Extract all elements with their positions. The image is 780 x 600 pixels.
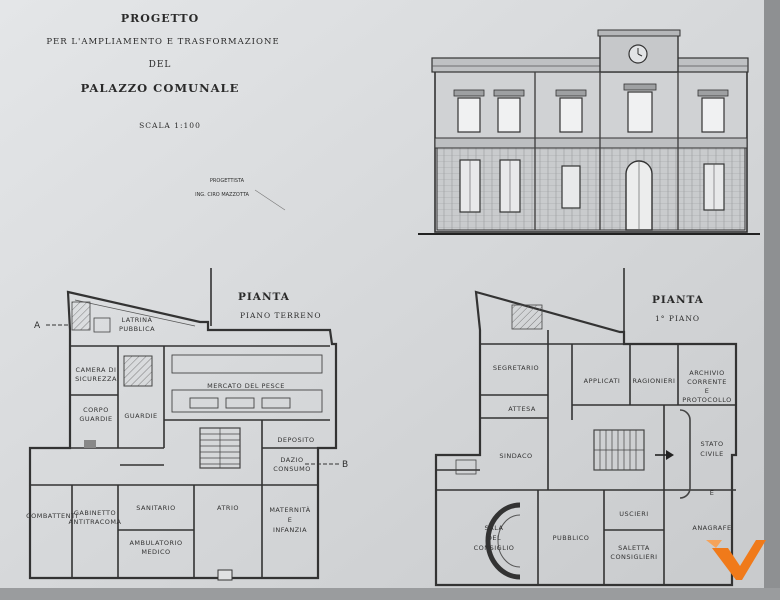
first-floor-plan: PIANTA 1° PIANO SEGRETARIO APPLICATI RAG… — [434, 268, 738, 587]
room-sala: SALA — [485, 524, 504, 532]
room-latrina: LATRINA — [122, 316, 153, 324]
room-latrina-2: PUBBLICA — [119, 325, 155, 333]
room-sala-2: DEL — [487, 534, 501, 542]
room-maternita-3: INFANZIA — [273, 526, 307, 534]
room-camera-2: SICUREZZA — [75, 375, 117, 383]
room-corpo-2: GUARDIE — [79, 415, 112, 423]
room-ragionieri: RAGIONIERI — [633, 377, 676, 385]
room-sindaco: SINDACO — [499, 452, 532, 460]
room-pubblico: PUBBLICO — [553, 534, 590, 542]
designer-label: PROGETTISTA — [210, 178, 245, 184]
ground-plan-title: PIANTA — [238, 291, 290, 303]
room-saletta-2: CONSIGLIERI — [610, 553, 657, 561]
room-ambulatorio: AMBULATORIO — [129, 539, 182, 547]
room-mercato: MERCATO DEL PESCE — [207, 382, 285, 390]
room-stato: STATO — [700, 440, 723, 448]
room-attesa: ATTESA — [508, 405, 536, 413]
room-applicati: APPLICATI — [584, 377, 621, 385]
room-dazio-2: CONSUMO — [273, 465, 311, 473]
room-camera: CAMERA DI — [76, 366, 117, 374]
room-stato-4: ANAGRAFE — [692, 524, 731, 532]
room-saletta: SALETTA — [618, 544, 650, 552]
room-corpo: CORPO — [83, 406, 109, 414]
facade-elevation — [418, 29, 760, 235]
room-stato-3: E — [710, 489, 715, 497]
room-maternita-2: E — [288, 516, 293, 524]
watermark-logo — [706, 540, 766, 580]
room-combattenti: COMBATTENTI — [26, 512, 78, 520]
ground-floor-plan: A B — [26, 268, 348, 581]
room-stato-2: CIVILE — [700, 450, 724, 458]
first-plan-title: PIANTA — [652, 294, 704, 306]
room-atrio: ATRIO — [217, 504, 239, 512]
title-line-4: PALAZZO COMUNALE — [81, 81, 240, 95]
room-archivio-2: CORRENTE — [687, 378, 727, 386]
room-archivio: ARCHIVIO — [689, 369, 724, 377]
room-deposito: DEPOSITO — [277, 436, 314, 444]
designer-name: ING. CIRO MAZZOTTA — [195, 192, 249, 198]
room-gabinetto-2: ANTITRACOMA — [69, 518, 122, 526]
scale-label: SCALA 1:100 — [139, 121, 201, 130]
room-maternita: MATERNITÀ — [269, 505, 310, 514]
room-gabinetto: GABINETTO — [74, 509, 116, 517]
room-sanitario: SANITARIO — [136, 504, 175, 512]
room-archivio-4: PROTOCOLLO — [682, 396, 731, 404]
title-line-1: PROGETTO — [121, 12, 199, 25]
room-dazio: DAZIO — [280, 456, 303, 464]
room-ambulatorio-2: MEDICO — [141, 548, 170, 556]
title-line-3: DEL — [149, 60, 172, 70]
room-archivio-3: E — [705, 387, 710, 395]
room-uscieri: USCIERI — [619, 510, 648, 518]
first-plan-subtitle: 1° PIANO — [655, 314, 700, 323]
room-sala-3: CONSIGLIO — [474, 544, 515, 552]
room-segretario: SEGRETARIO — [493, 364, 539, 372]
section-b-marker: B — [342, 460, 348, 470]
title-line-2: PER L'AMPLIAMENTO E TRASFORMAZIONE — [46, 37, 279, 47]
ground-plan-subtitle: PIANO TERRENO — [240, 311, 321, 320]
title-block: PROGETTO PER L'AMPLIAMENTO E TRASFORMAZI… — [46, 12, 286, 211]
room-guardie: GUARDIE — [124, 412, 157, 420]
section-a-marker: A — [34, 321, 41, 331]
